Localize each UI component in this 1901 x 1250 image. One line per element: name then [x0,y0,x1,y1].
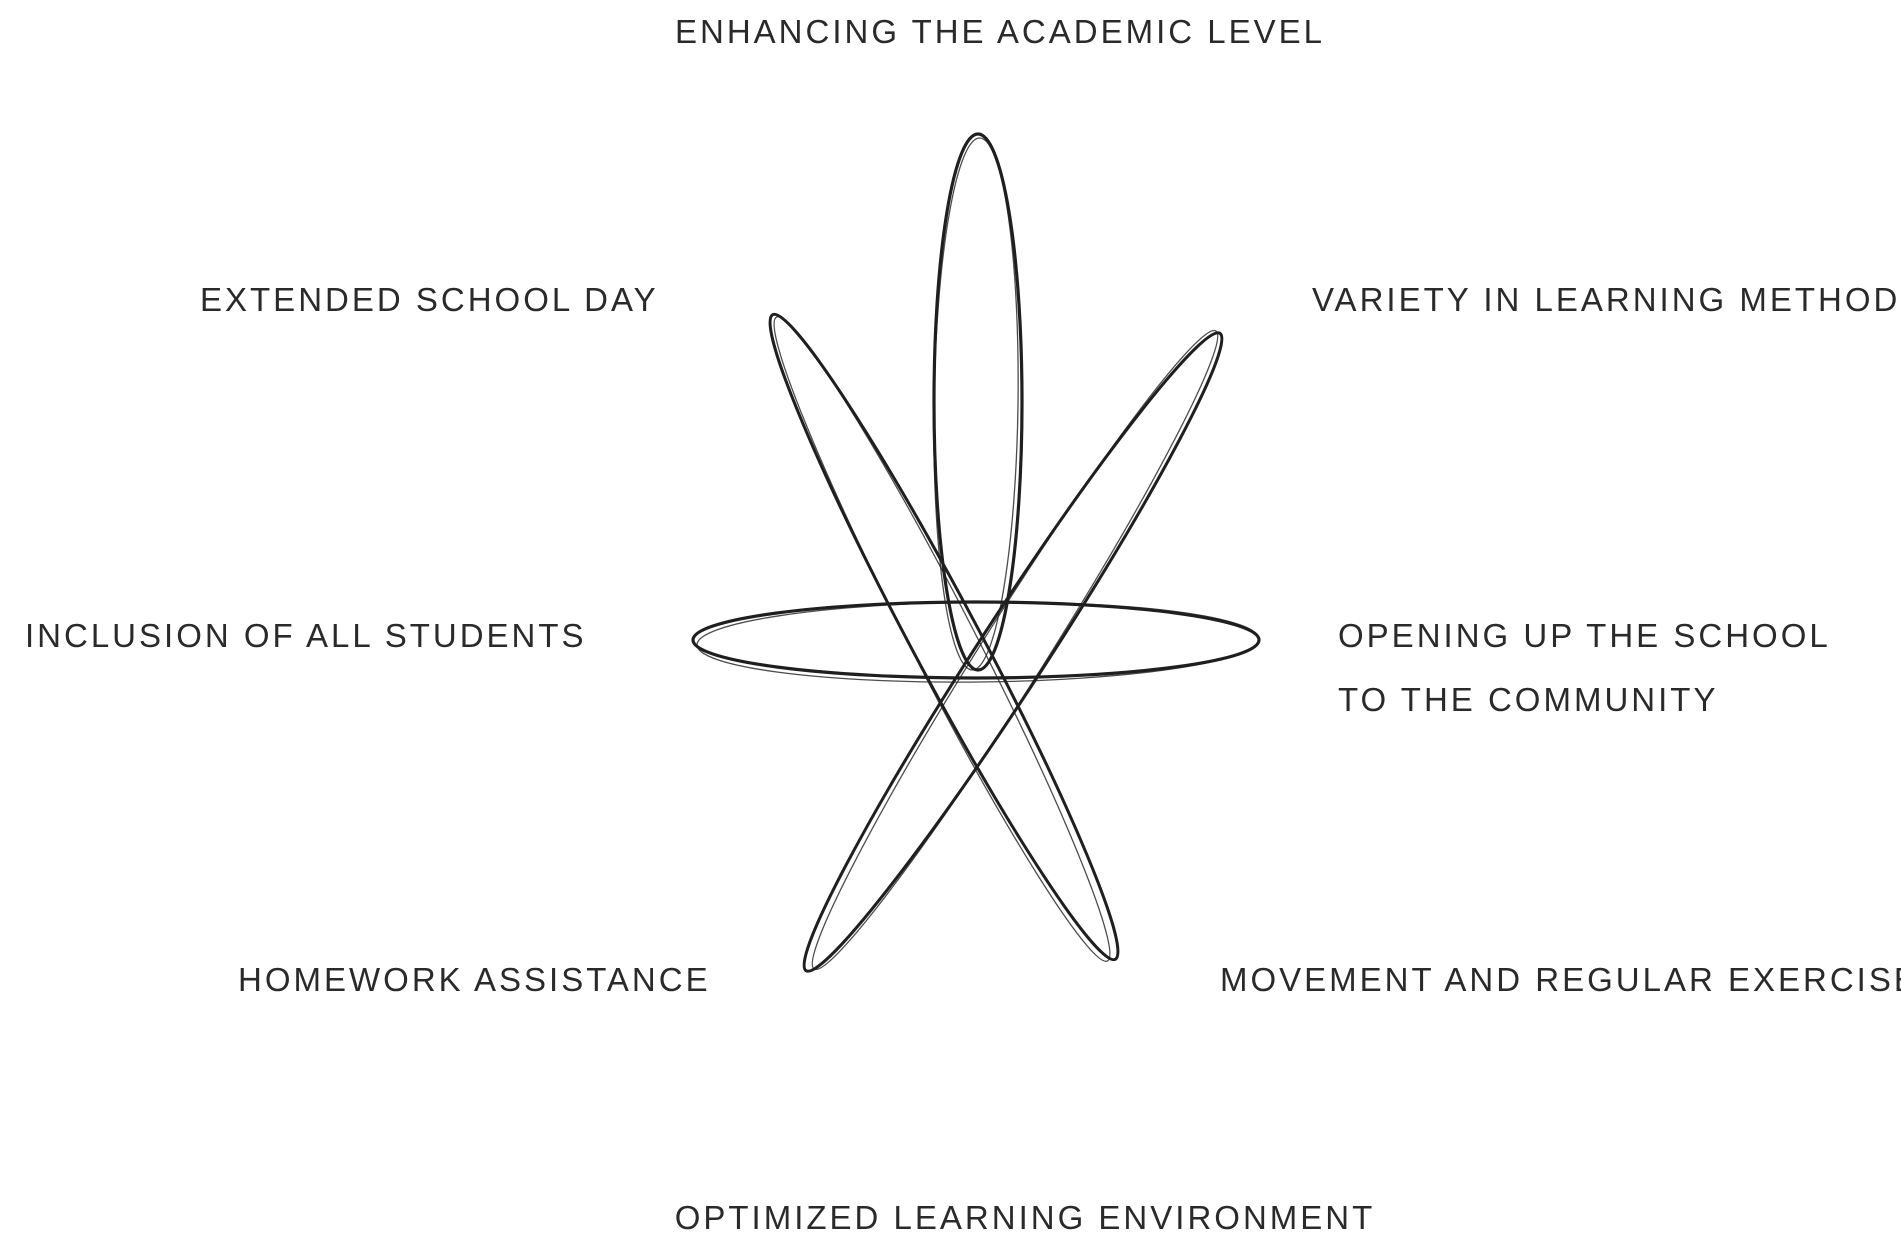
label-extended-school-day: EXTENDED SCHOOL DAY [200,281,659,318]
label-inclusion-all-students: INCLUSION OF ALL STUDENTS [25,617,587,654]
orbit-diagonal-right [802,329,1224,973]
orbit-horizontal [691,600,1261,683]
label-movement-regular-exercise: MOVEMENT AND REGULAR EXERCISE [1220,961,1901,998]
orbit-diagonal-left [768,312,1120,962]
label-opening-school-community: OPENING UP THE SCHOOL TO THE COMMUNITY [1338,617,1830,718]
label-variety-learning-methods: VARIETY IN LEARNING METHODS [1312,281,1901,318]
label-homework-assistance: HOMEWORK ASSISTANCE [238,961,711,998]
label-enhancing-academic-level: ENHANCING THE ACADEMIC LEVEL [674,13,1326,50]
orbit-vertical [932,132,1024,672]
label-optimized-learning-environment: OPTIMIZED LEARNING ENVIRONMENT [674,1199,1376,1236]
